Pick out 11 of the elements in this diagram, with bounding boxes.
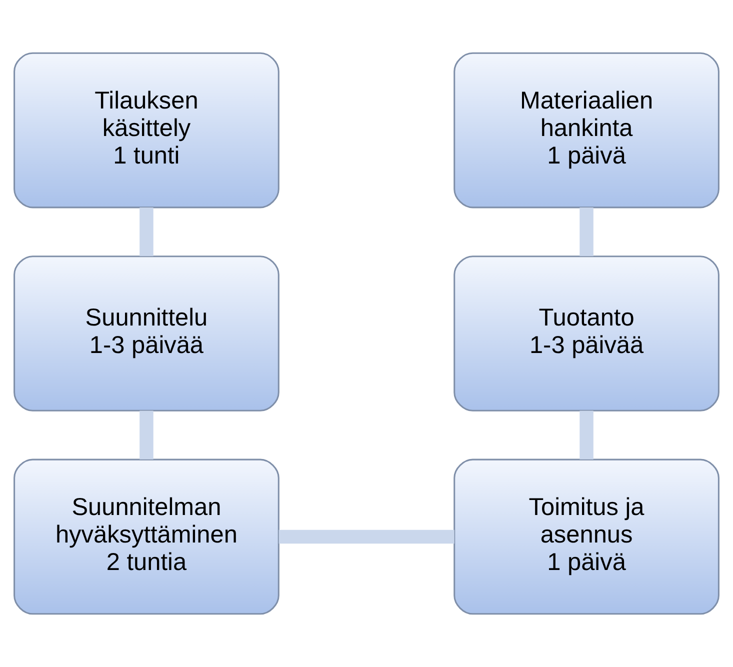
node-box: Suunnittelu 1-3 päivää [14, 256, 280, 412]
node-box: Materiaalien hankinta 1 päivä [454, 52, 720, 208]
connector [278, 530, 454, 544]
connector [580, 207, 594, 256]
node-box: Suunnitelman hyväksyttäminen 2 tuntia [14, 458, 280, 615]
node-box: Tuotanto 1-3 päivää [454, 256, 720, 412]
connector [140, 207, 154, 256]
connector [580, 410, 594, 460]
node-box: Tilauksen käsittely 1 tunti [14, 52, 280, 208]
node-box: Toimitus ja asennus 1 päivä [454, 458, 720, 615]
connector [140, 410, 154, 460]
